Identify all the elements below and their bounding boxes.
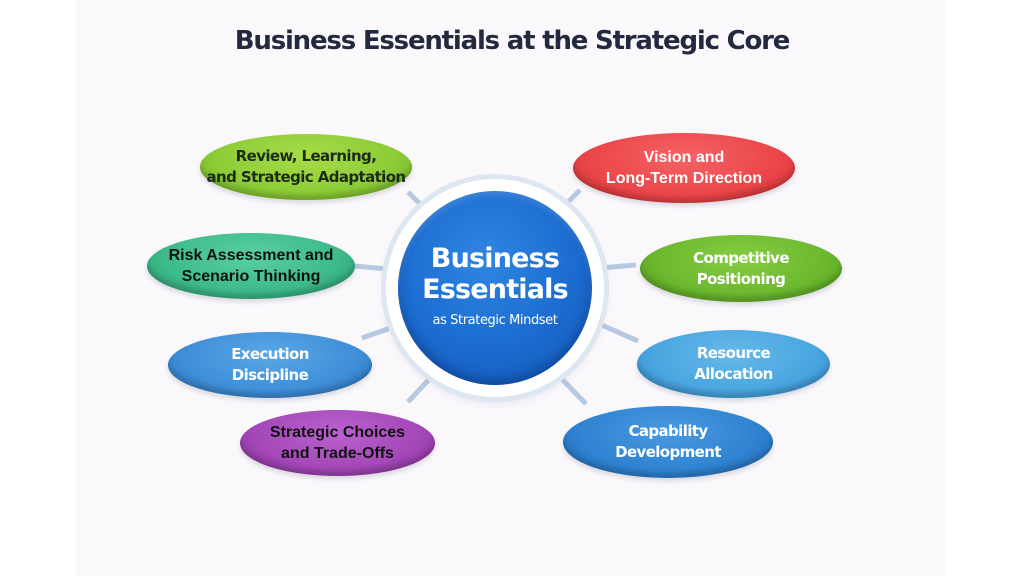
- node-risk-line2: Scenario Thinking: [181, 268, 321, 285]
- node-resource-allocation[interactable]: Resource Allocation: [637, 330, 830, 398]
- node-capability-line2: Development: [615, 443, 721, 461]
- diagram-title: Business Essentials at the Strategic Cor…: [234, 26, 791, 56]
- node-strategic-choices-line1: Strategic Choices: [269, 424, 406, 441]
- node-execution-line1: Execution: [231, 345, 309, 363]
- node-risk-assessment[interactable]: Risk Assessment and Scenario Thinking: [147, 233, 355, 299]
- node-review-line1: Review, Learning,: [235, 147, 377, 165]
- node-resource-line2: Allocation: [694, 365, 773, 383]
- node-execution-discipline[interactable]: Execution Discipline: [168, 332, 372, 398]
- connector-execution: [361, 323, 397, 341]
- hub-subtitle: as Strategic Mindset: [432, 312, 558, 328]
- node-risk-line1: Risk Assessment and: [168, 247, 334, 264]
- node-competitive-line2: Positioning: [696, 269, 786, 288]
- hub-circle[interactable]: Business Essentials as Strategic Mindset: [398, 191, 592, 385]
- node-capability-line1: Capability: [628, 422, 708, 440]
- hub-title-line1: Business: [430, 242, 560, 274]
- hub-title-line2: Essentials: [422, 273, 569, 305]
- node-competitive-positioning[interactable]: Competitive Positioning: [640, 235, 842, 302]
- node-execution-line2: Discipline: [231, 366, 309, 384]
- connector-competitive: [599, 262, 637, 271]
- node-review-learning[interactable]: Review, Learning, and Strategic Adaptati…: [200, 134, 412, 200]
- connector-risk: [353, 263, 389, 272]
- node-strategic-choices[interactable]: Strategic Choices and Trade-Offs: [240, 410, 435, 476]
- node-competitive-line1: Competitive: [693, 248, 789, 267]
- node-vision-line1: Vision and: [643, 149, 725, 166]
- connector-resource: [595, 320, 640, 344]
- node-vision-direction[interactable]: Vision and Long-Term Direction: [573, 133, 795, 203]
- node-resource-line1: Resource: [696, 344, 771, 362]
- connector-capability: [555, 372, 588, 406]
- node-strategic-choices-line2: and Trade-Offs: [281, 445, 394, 462]
- node-review-line2: and Strategic Adaptation: [206, 168, 407, 186]
- node-capability-development[interactable]: Capability Development: [563, 406, 773, 478]
- connector-strategic-choices: [406, 372, 436, 404]
- node-vision-line2: Long-Term Direction: [605, 170, 763, 187]
